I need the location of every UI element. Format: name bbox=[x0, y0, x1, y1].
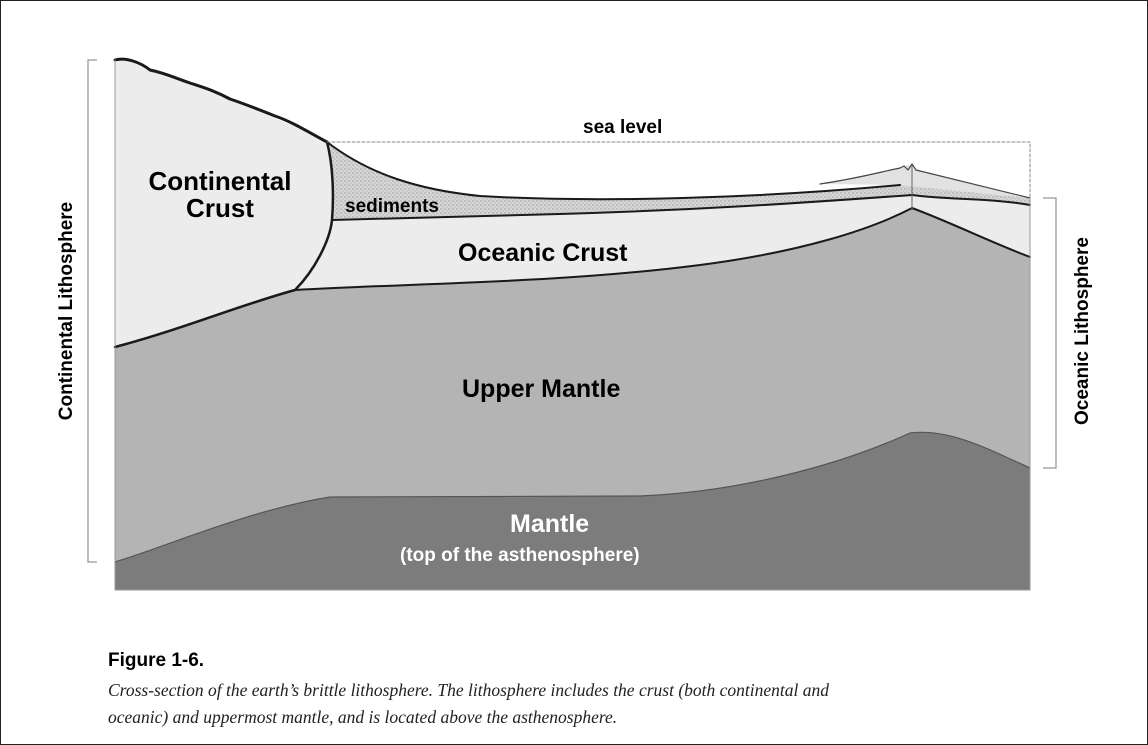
figure-number: Figure 1-6. bbox=[108, 650, 204, 672]
mantle-sublabel: (top of the asthenosphere) bbox=[400, 546, 640, 566]
sediments-label: sediments bbox=[345, 197, 439, 217]
oceanic-lithosphere-label: Oceanic Lithosphere bbox=[1072, 231, 1094, 431]
mantle-label: Mantle bbox=[510, 511, 589, 537]
continental-lithosphere-bracket bbox=[88, 60, 97, 562]
oceanic-crust-label: Oceanic Crust bbox=[458, 240, 628, 266]
oceanic-lithosphere-bracket bbox=[1043, 198, 1056, 468]
continental-lithosphere-label: Continental Lithosphere bbox=[56, 196, 78, 426]
upper-mantle-label: Upper Mantle bbox=[462, 376, 620, 402]
figure-caption: Cross-section of the earth’s brittle lit… bbox=[108, 677, 868, 731]
continental-crust-label: Continental Crust bbox=[140, 168, 300, 223]
sea-level-label: sea level bbox=[583, 118, 662, 138]
